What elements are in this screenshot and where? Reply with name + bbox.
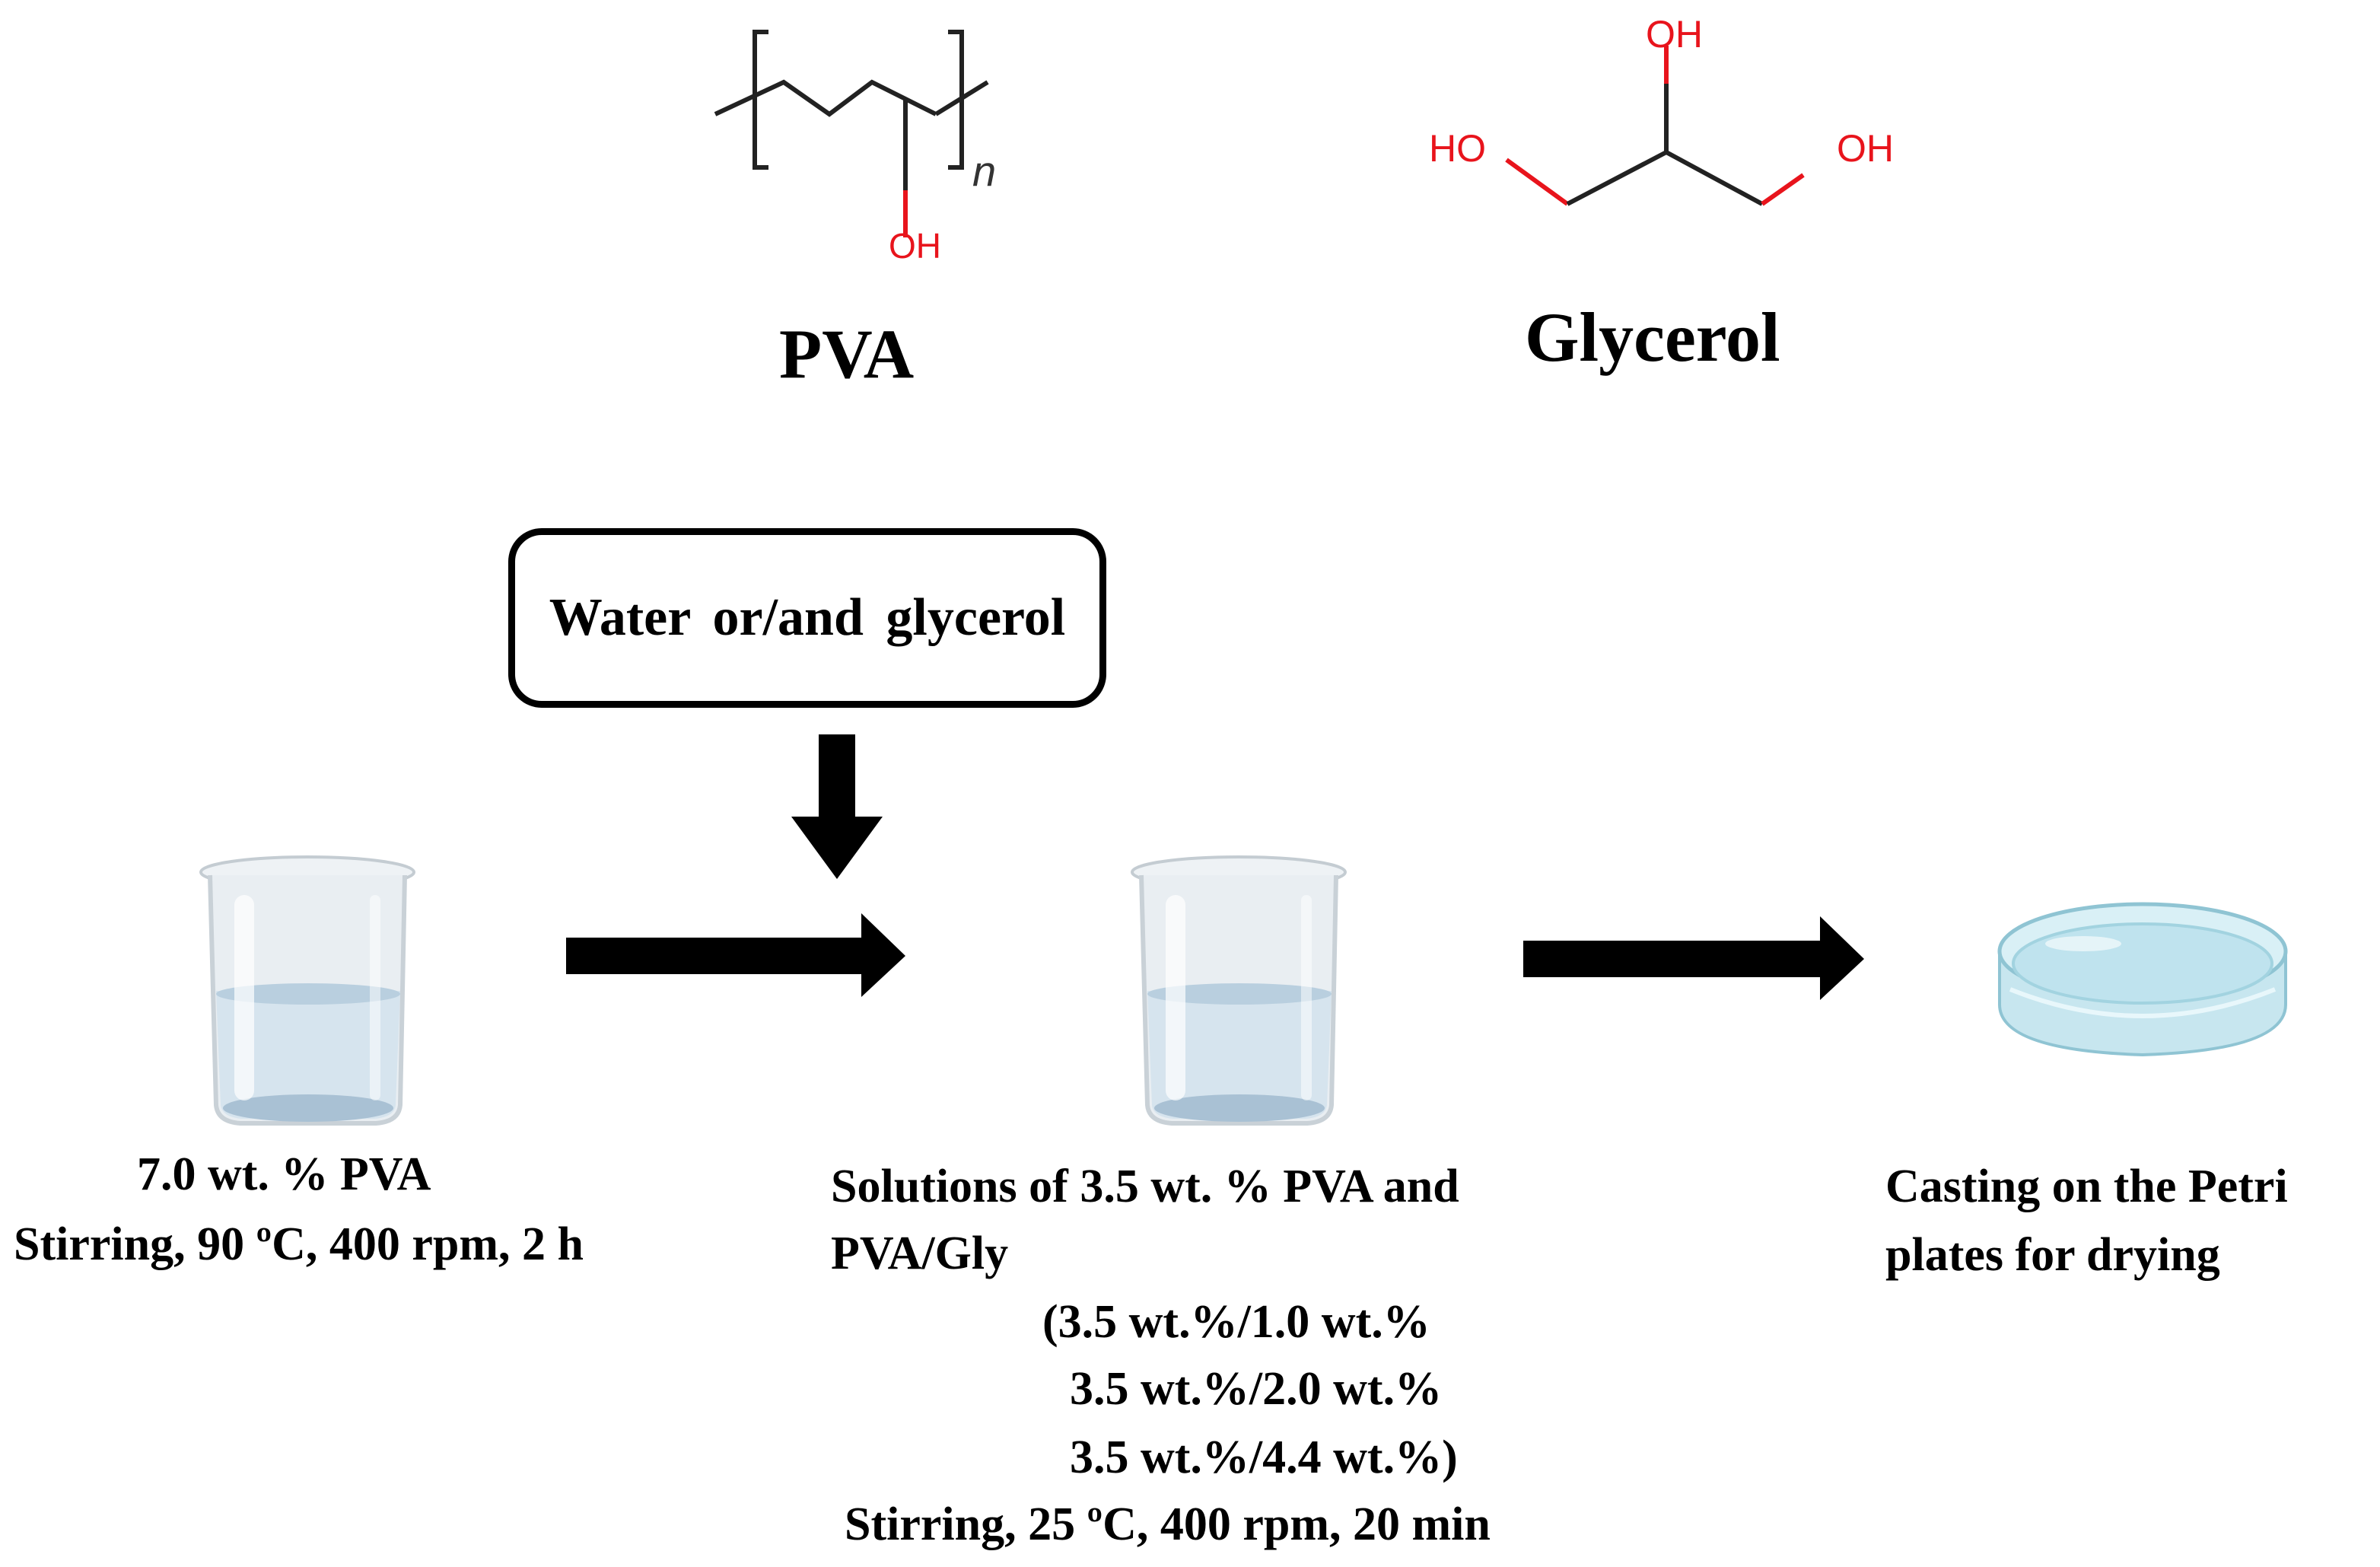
step2-title-line1: Solutions of 3.5 wt. % PVA and — [831, 1161, 1459, 1212]
step1-conditions: Stirring, 90 ºC, 400 rpm, 2 h — [14, 1218, 584, 1270]
pva-hydroxyl-label: OH — [889, 226, 941, 266]
step2-ratio-3: 3.5 wt.%/4.4 wt.%) — [1070, 1432, 1458, 1483]
step2-title-line2: PVA/Gly — [831, 1228, 1009, 1279]
glycerol-right-hydroxyl: OH — [1837, 127, 1894, 170]
beaker-icon-1 — [195, 849, 423, 1131]
step3-line1: Casting on the Petri — [1885, 1161, 2288, 1212]
pva-name: PVA — [779, 315, 915, 393]
step2-ratio-2: 3.5 wt.%/2.0 wt.% — [1070, 1363, 1443, 1415]
down-arrow-icon — [791, 734, 883, 887]
petri-dish-icon — [1992, 898, 2293, 1065]
water-glycerol-label: Water or/and glycerol — [549, 588, 1066, 647]
glycerol-left-hydroxyl: HO — [1429, 127, 1486, 170]
glycerol-structure — [1491, 46, 1826, 228]
step2-ratio-1: (3.5 wt.%/1.0 wt.% — [1042, 1296, 1430, 1348]
glycerol-structure-drawing — [1505, 46, 1805, 206]
pva-structure-drawing — [714, 30, 989, 237]
glycerol-name: Glycerol — [1525, 298, 1780, 376]
right-arrow-icon-1 — [566, 913, 908, 997]
water-glycerol-box: Water or/and glycerol — [508, 528, 1106, 708]
beaker-icon-2 — [1126, 849, 1354, 1131]
right-arrow-icon-2 — [1523, 916, 1866, 1000]
pva-repeat-subscript: n — [972, 147, 997, 195]
step2-conditions: Stirring, 25 ºC, 400 rpm, 20 min — [845, 1499, 1491, 1550]
step3-line2: plates for drying — [1885, 1229, 2220, 1281]
glycerol-top-hydroxyl: OH — [1646, 13, 1703, 56]
step1-concentration: 7.0 wt. % PVA — [137, 1148, 431, 1200]
pva-structure — [685, 15, 1035, 289]
